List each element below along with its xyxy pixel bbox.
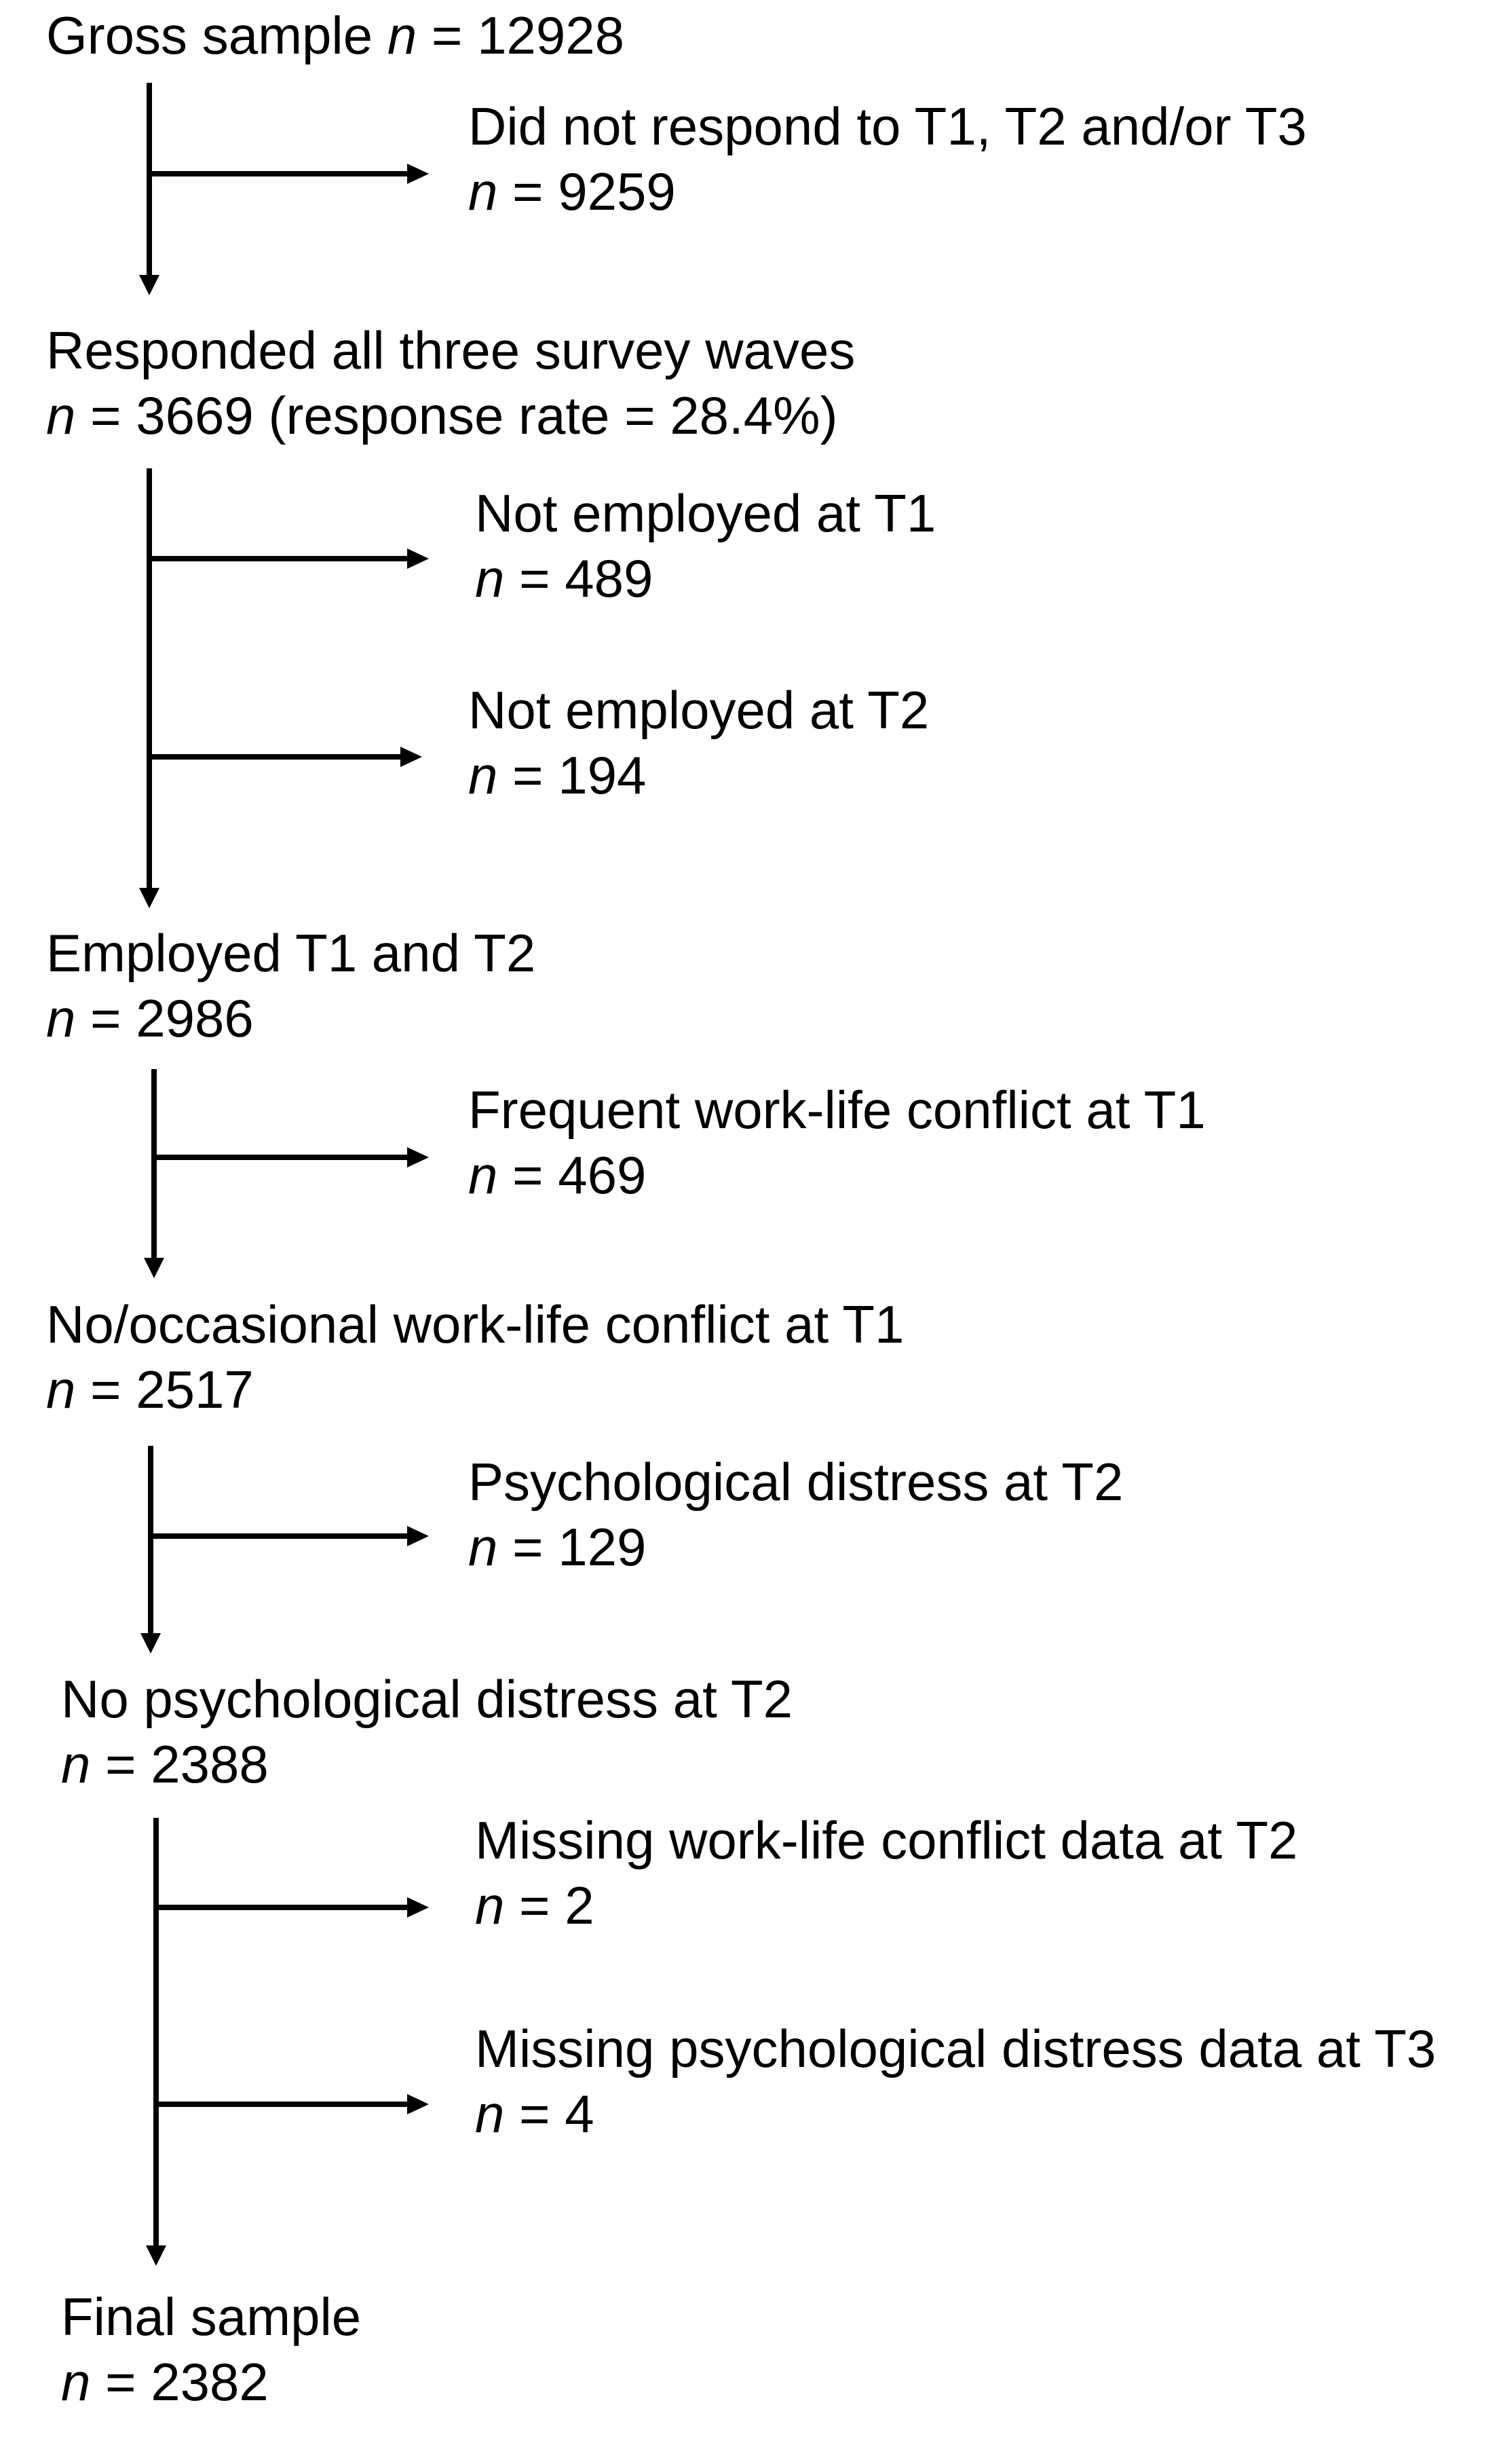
arrow-head-right-3 [400, 747, 422, 767]
exclusion-not-employed-t1: Not employed at T1 n = 489 [475, 483, 936, 608]
arrow-head-right-5 [407, 1526, 429, 1546]
exclusion-missing-distress-t3: Missing psychological distress data at T… [475, 2019, 1437, 2144]
arrow-head-down-3 [144, 1258, 164, 1278]
arrow-head-right-2 [407, 548, 429, 569]
arrow-head-down-5 [146, 2245, 166, 2266]
arrow-head-down-1 [139, 275, 159, 295]
arrow-head-right-1 [407, 164, 429, 184]
arrow-head-down-2 [139, 888, 159, 908]
main-step-final-sample: Final sample n = 2382 [61, 2287, 362, 2412]
arrow-head-right-4 [407, 1147, 429, 1168]
exclusion-no-response: Did not respond to T1, T2 and/or T3 n = … [468, 96, 1307, 221]
main-step-employed: Employed T1 and T2 n = 2986 [46, 923, 536, 1048]
arrow-head-right-6 [407, 1897, 429, 1918]
arrow-head-right-7 [407, 2094, 429, 2114]
arrow-head-down-4 [140, 1633, 161, 1654]
exclusion-missing-conflict-t2: Missing work-life conflict data at T2 n … [475, 1810, 1298, 1935]
main-step-responded: Responded all three survey waves n = 366… [46, 320, 856, 445]
exclusion-not-employed-t2: Not employed at T2 n = 194 [468, 680, 930, 805]
main-step-no-conflict: No/occasional work-life conflict at T1 n… [46, 1294, 905, 1419]
exclusion-distress-t2: Psychological distress at T2 n = 129 [468, 1452, 1124, 1577]
exclusion-frequent-conflict: Frequent work-life conflict at T1 n = 46… [468, 1080, 1206, 1205]
main-step-gross-sample: Gross sample n = 12928 [46, 5, 624, 65]
main-step-no-distress: No psychological distress at T2 n = 2388 [61, 1669, 793, 1794]
